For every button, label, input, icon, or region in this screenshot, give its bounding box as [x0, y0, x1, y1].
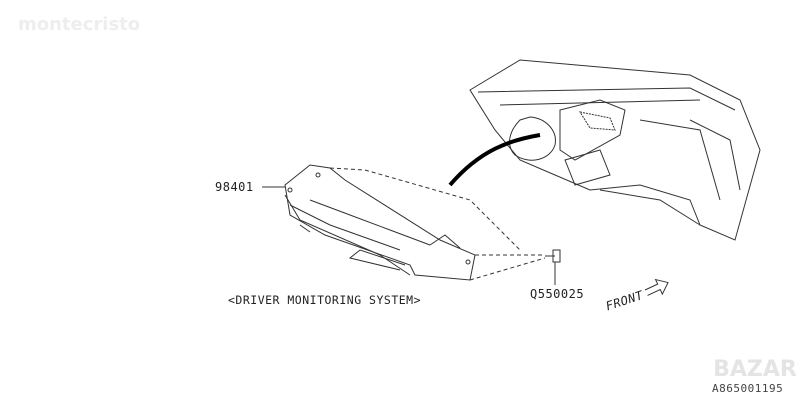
bolt-drawing	[545, 249, 561, 263]
watermark: montecristo	[18, 14, 141, 35]
dashboard-drawing	[469, 59, 761, 241]
front-arrow-icon	[644, 278, 669, 296]
bazar-logo-watermark: BAZAR	[713, 357, 797, 382]
part-label-98401: 98401	[215, 180, 254, 194]
diagram-id: A865001195	[712, 382, 784, 395]
module-98401-drawing	[284, 164, 476, 281]
diagram-caption: <DRIVER MONITORING SYSTEM>	[228, 293, 422, 307]
part-label-q550025: Q550025	[530, 287, 585, 301]
